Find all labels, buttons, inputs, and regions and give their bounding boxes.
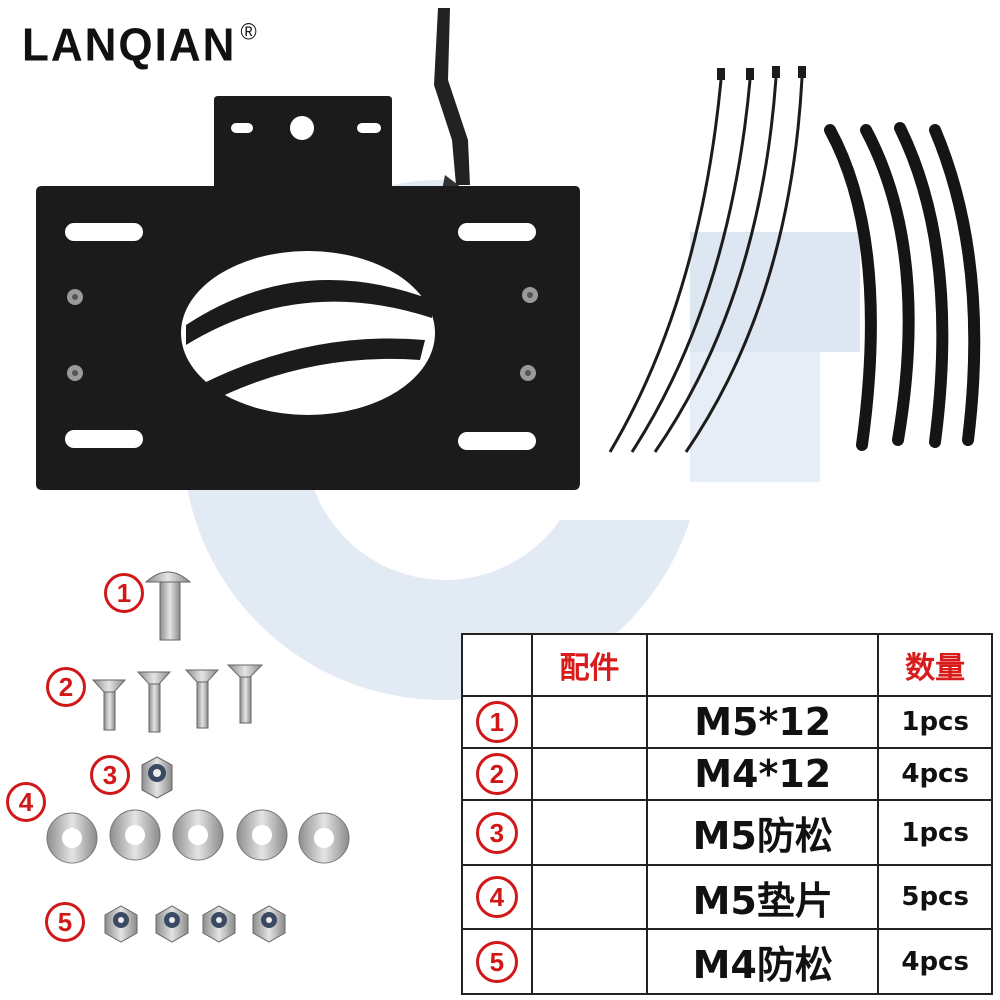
- row-index: 2: [475, 753, 518, 796]
- part-label-1: 1: [104, 573, 144, 613]
- row-qty: 4pcs: [877, 747, 993, 802]
- product-photo: [36, 8, 981, 490]
- row-qty: 4pcs: [877, 928, 993, 995]
- table-row: 2 M4*12 4pcs: [461, 747, 993, 802]
- part-label-5: 5: [45, 902, 85, 942]
- lock-nuts-m4: [104, 905, 286, 943]
- table-row: 4 M5垫片 5pcs: [461, 863, 993, 931]
- row-qty: 5pcs: [877, 863, 993, 931]
- row-qty: 1pcs: [877, 694, 993, 750]
- row-model: M4防松: [646, 928, 880, 995]
- part-label-4: 4: [6, 782, 46, 822]
- row-qty: 1pcs: [877, 799, 993, 866]
- washers-m5: [46, 809, 350, 864]
- table-row: 1 M5*12 1pcs: [461, 694, 993, 750]
- row-model: M5垫片: [646, 863, 880, 931]
- row-model: M5防松: [646, 799, 880, 866]
- table-row: 5 M4防松 4pcs: [461, 928, 993, 995]
- lock-nut-m5: [141, 756, 173, 799]
- row-index: 1: [475, 701, 518, 744]
- brand-logo: LANQIAN®: [22, 19, 259, 73]
- hardware-parts: [46, 571, 350, 943]
- table-row: 3 M5防松 1pcs: [461, 799, 993, 866]
- part-label-3: 3: [90, 755, 130, 795]
- header-parts: 配件: [530, 633, 649, 697]
- license-plate-bracket: [36, 96, 580, 490]
- bolt-m5x12: [144, 571, 192, 641]
- header-model-cell: [646, 633, 880, 697]
- row-index: 3: [475, 811, 518, 854]
- parts-table: 配件 数量 1 M5*12 1pcs 2 M4*12 4pcs 3 M5防松 1…: [461, 633, 993, 995]
- cable-ties: [608, 66, 806, 453]
- header-index-cell: [461, 633, 533, 697]
- row-index: 5: [475, 940, 518, 983]
- part-label-2: 2: [46, 667, 86, 707]
- registered-mark: ®: [240, 18, 259, 45]
- row-index: 4: [475, 876, 518, 919]
- header-quantity: 数量: [877, 633, 993, 697]
- heat-shrink-tubes: [824, 122, 981, 451]
- table-header-row: 配件 数量: [461, 633, 993, 697]
- row-model: M5*12: [646, 694, 880, 750]
- bolts-m4x12: [91, 664, 264, 733]
- brand-logo-text: LANQIAN: [22, 19, 237, 72]
- row-model: M4*12: [646, 747, 880, 802]
